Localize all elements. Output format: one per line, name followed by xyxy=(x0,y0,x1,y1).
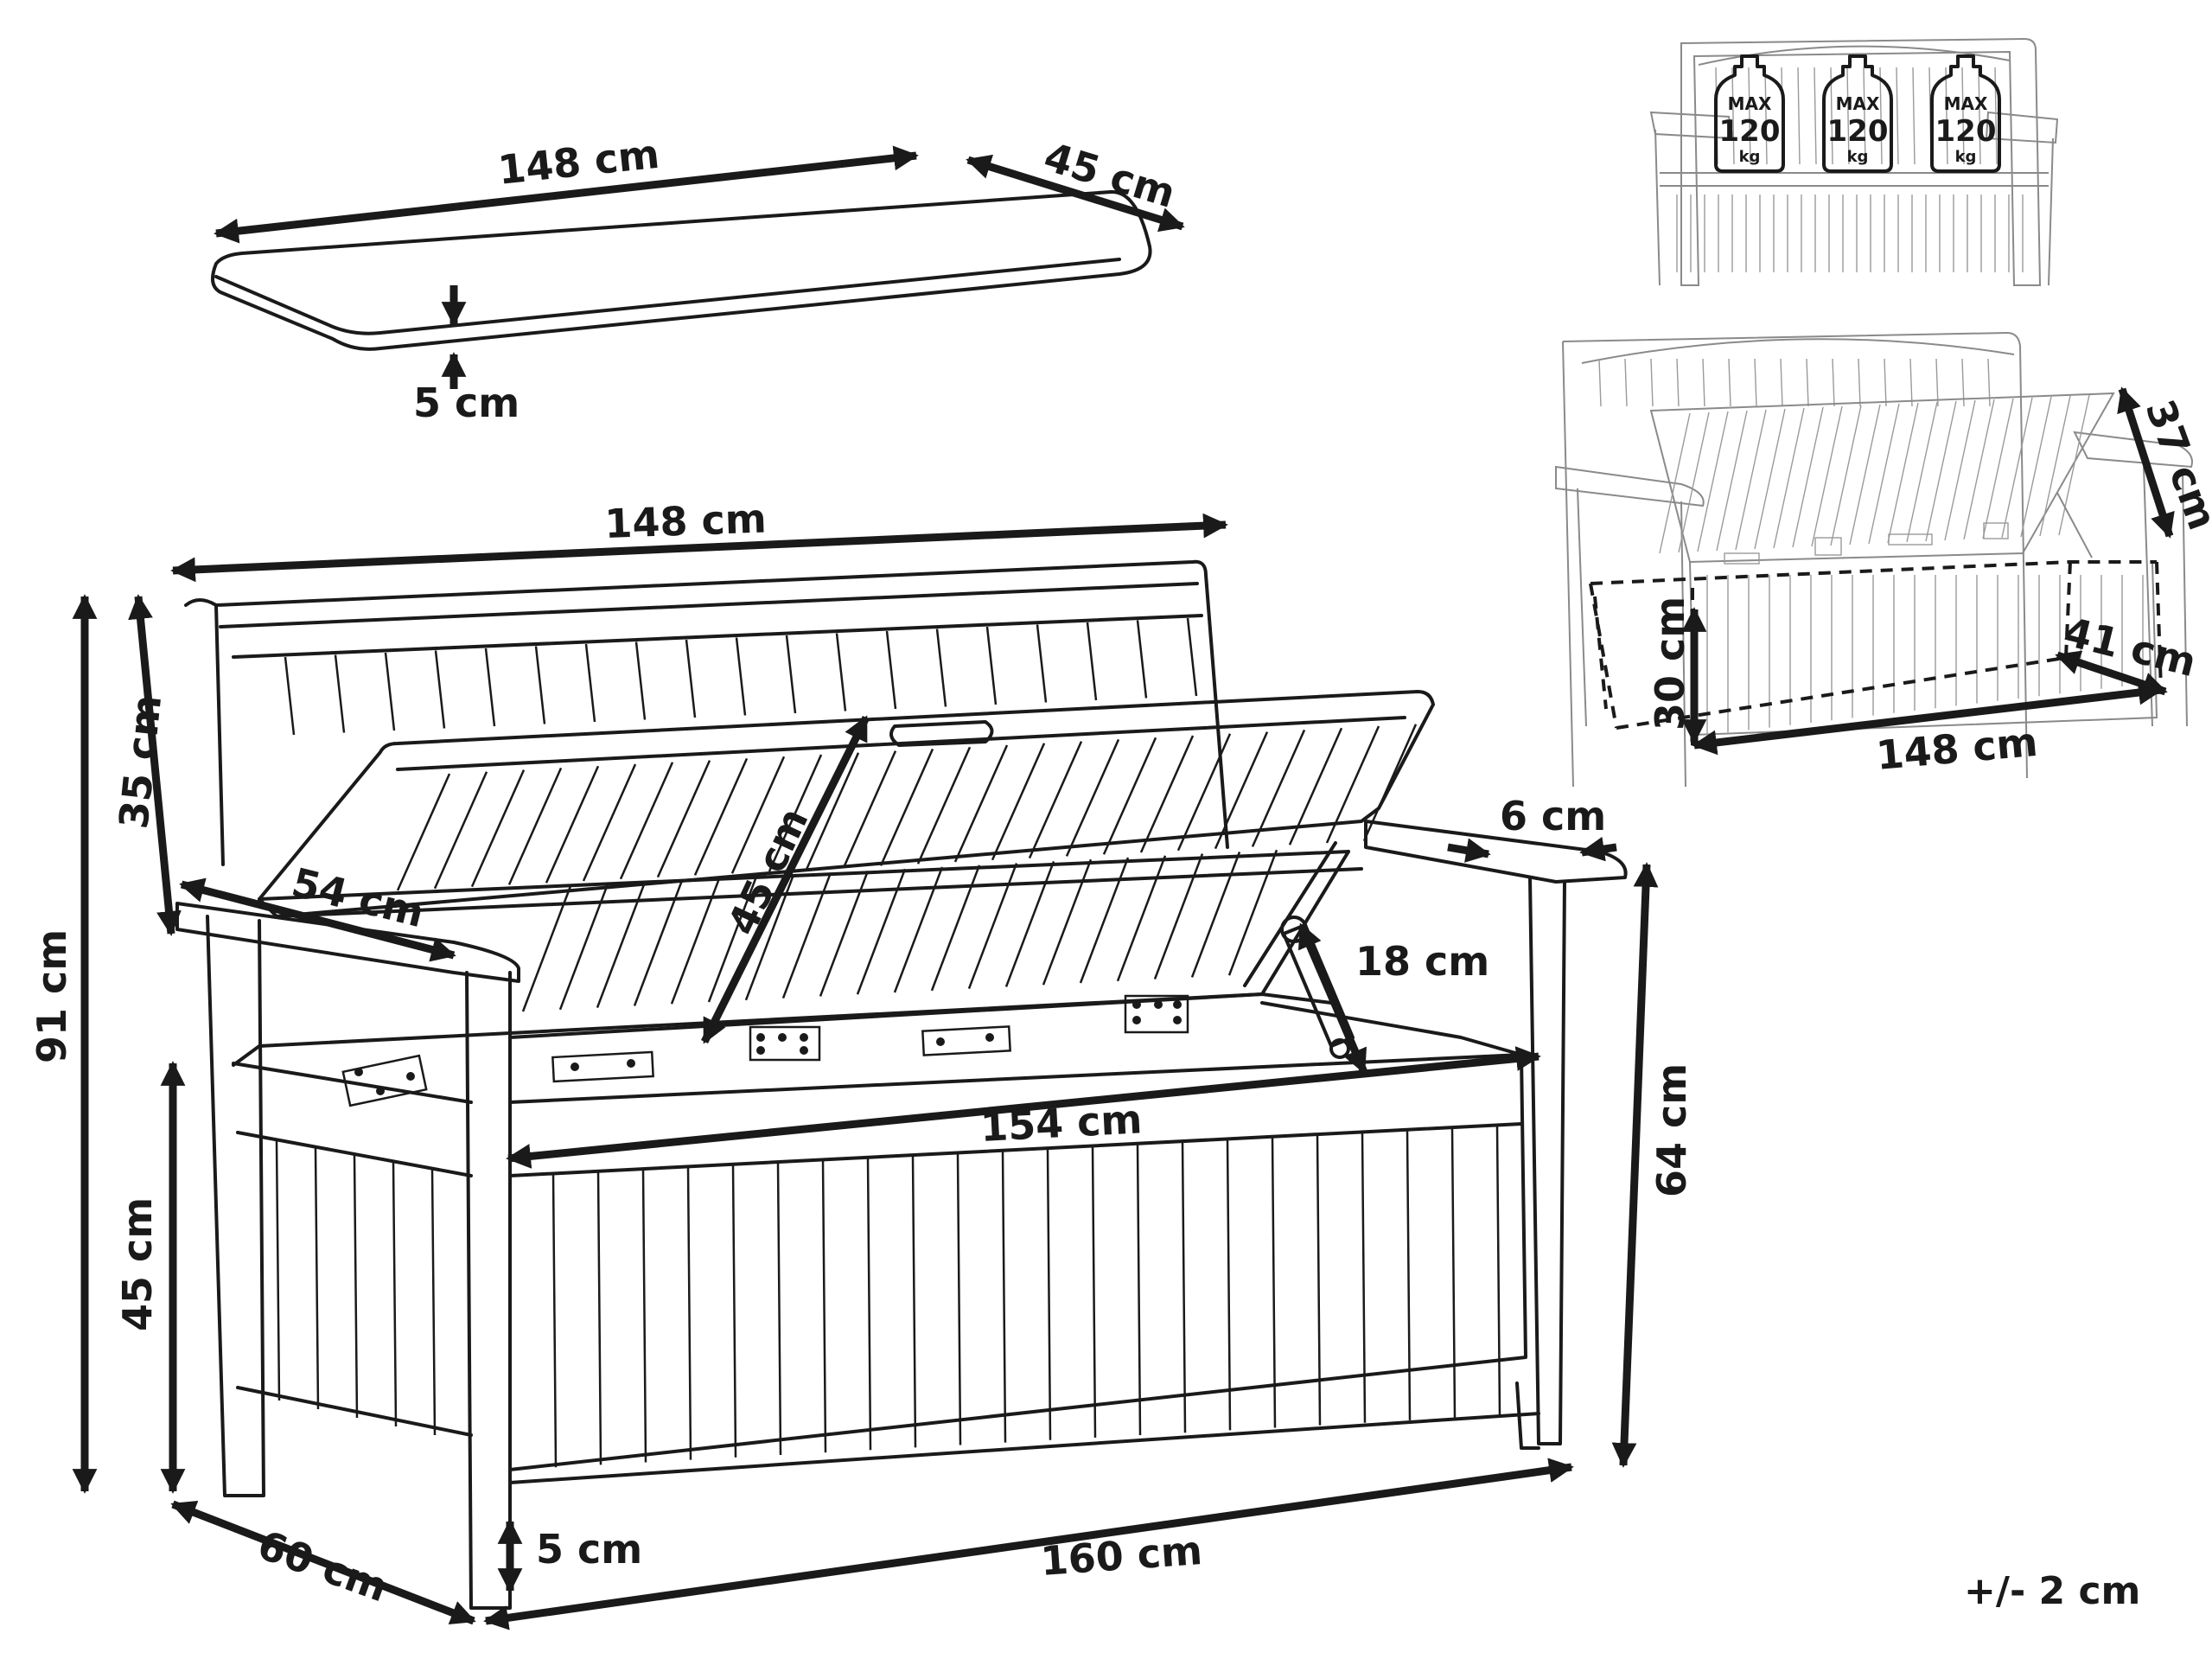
svg-text:kg: kg xyxy=(1847,148,1869,166)
load-badge-2: MAX 120 kg xyxy=(1822,54,1893,173)
svg-text:120: 120 xyxy=(1719,114,1781,149)
svg-text:MAX: MAX xyxy=(1836,93,1880,114)
inner-length-label: 154 cm xyxy=(979,1095,1144,1151)
storage-drawing: 37 cm 30 cm 41 cm 148 cm xyxy=(1555,331,2212,788)
svg-text:kg: kg xyxy=(1739,148,1761,166)
svg-text:MAX: MAX xyxy=(1728,93,1772,114)
load-badge-1: MAX 120 kg xyxy=(1714,54,1785,173)
svg-text:120: 120 xyxy=(1935,114,1997,149)
seat-height-label: 45 cm xyxy=(114,1197,161,1331)
svg-text:MAX: MAX xyxy=(1944,93,1988,114)
load-badge-3: MAX 120 kg xyxy=(1930,54,2001,173)
load-capacity-drawing: MAX 120 kg MAX 120 kg MAX 120 kg xyxy=(1649,37,2059,286)
cushion-length-arrow xyxy=(214,145,919,244)
cushion-drawing: 148 cm 45 cm 5 cm xyxy=(211,131,1185,426)
width-top-label: 148 cm xyxy=(603,495,767,547)
tolerance-label: +/- 2 cm xyxy=(1964,1569,2140,1613)
depth-label: 60 cm xyxy=(252,1522,393,1611)
foot-height-label: 5 cm xyxy=(536,1526,642,1573)
total-width-label: 160 cm xyxy=(1039,1527,1204,1585)
cushion-thickness-label: 5 cm xyxy=(413,380,520,426)
svg-text:kg: kg xyxy=(1955,148,1977,166)
svg-text:120: 120 xyxy=(1827,114,1889,149)
hinge-support-label: 18 cm xyxy=(1355,938,1489,985)
bench-drawing: 148 cm 35 cm 91 cm 45 cm 54 cm 45 cm 6 c… xyxy=(29,495,1695,1630)
total-height-label: 91 cm xyxy=(29,929,75,1063)
storage-height-label: 30 cm xyxy=(1647,597,1693,731)
armrest-height-label: 64 cm xyxy=(1648,1063,1695,1197)
cushion-depth-arrow xyxy=(966,154,1185,233)
armrest-width-label: 6 cm xyxy=(1500,793,1606,839)
